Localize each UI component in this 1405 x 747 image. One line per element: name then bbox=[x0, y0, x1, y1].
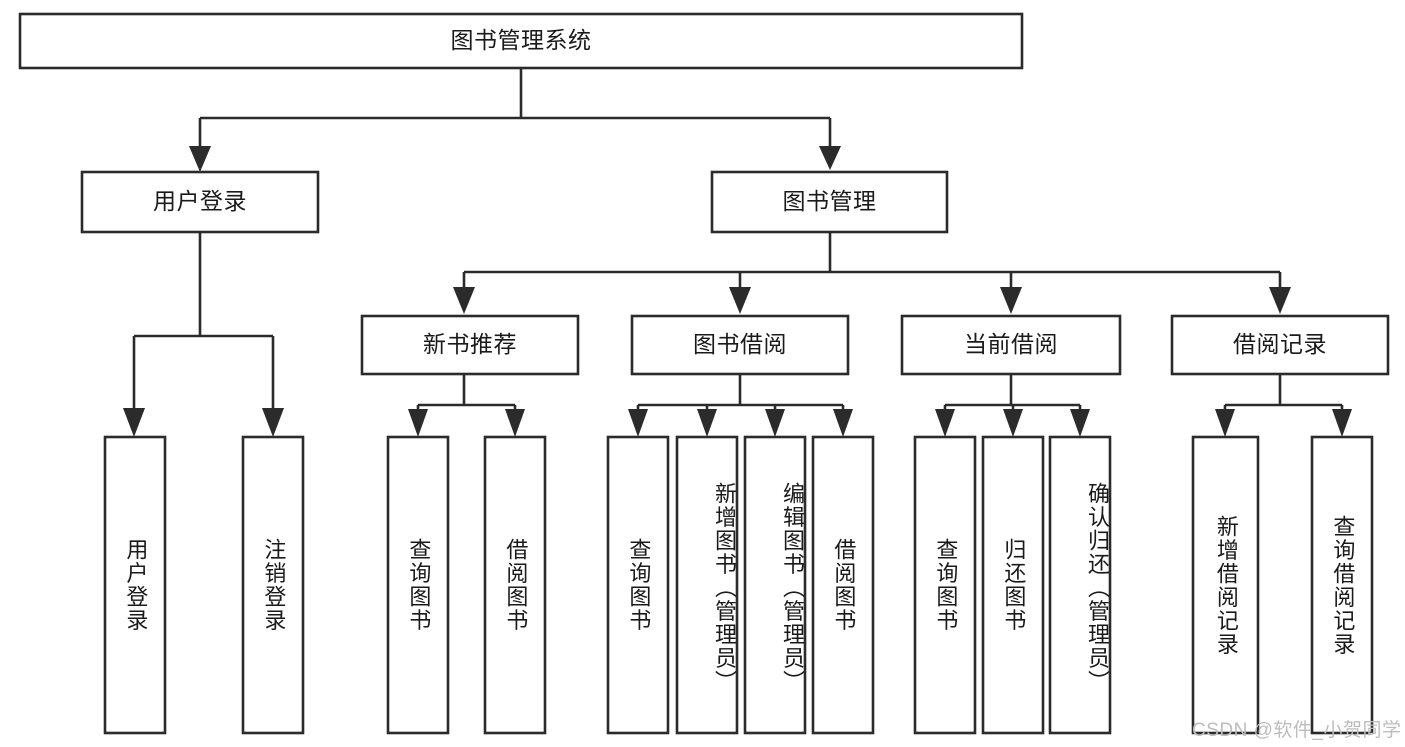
arrow-icon-leaf-query-borrow-record bbox=[1332, 409, 1352, 437]
arrow-icon-leaf-query-book-recommend bbox=[408, 409, 428, 437]
node-box-leaf-user-login[interactable] bbox=[103, 435, 167, 735]
node-box-root[interactable] bbox=[18, 12, 1024, 70]
arrow-icon-leaf-borrow-book-recommend bbox=[505, 409, 525, 437]
arrow-icon-leaf-return-book bbox=[1003, 409, 1023, 437]
arrow-icon-leaf-logout-login bbox=[262, 408, 284, 437]
node-box-leaf-query-book-current[interactable] bbox=[913, 435, 977, 735]
node-box-leaf-edit-book[interactable] bbox=[743, 435, 807, 735]
arrow-icon-leaf-confirm-return bbox=[1070, 409, 1090, 437]
arrow-icon-leaf-borrow-book bbox=[833, 409, 853, 437]
arrow-icon-user-login bbox=[189, 146, 211, 172]
arrow-icon-leaf-add-borrow-record bbox=[1215, 409, 1235, 437]
arrow-icon-leaf-user-login bbox=[123, 408, 145, 437]
arrowhead-layer bbox=[123, 146, 1352, 437]
arrow-icon-current-borrow bbox=[1000, 287, 1022, 314]
node-box-leaf-return-book[interactable] bbox=[981, 435, 1045, 735]
node-box-leaf-query-borrow-record[interactable] bbox=[1310, 435, 1374, 735]
node-box-leaf-borrow-book[interactable] bbox=[811, 435, 875, 735]
node-box-new-book-recommend[interactable] bbox=[360, 314, 580, 376]
node-box-book-management[interactable] bbox=[710, 170, 949, 234]
node-box-leaf-query-book-borrow[interactable] bbox=[606, 435, 670, 735]
node-box-leaf-add-borrow-record[interactable] bbox=[1191, 435, 1260, 735]
node-box-borrow-record[interactable] bbox=[1170, 314, 1390, 376]
node-box-leaf-borrow-book-recommend[interactable] bbox=[483, 435, 547, 735]
node-box-layer bbox=[18, 12, 1390, 735]
arrow-icon-new-book-recommend bbox=[453, 287, 475, 314]
arrow-icon-borrow-record bbox=[1269, 287, 1291, 314]
node-box-leaf-add-book[interactable] bbox=[675, 435, 739, 735]
arrow-icon-book-borrow bbox=[729, 287, 751, 314]
node-box-leaf-confirm-return[interactable] bbox=[1048, 435, 1112, 735]
arrow-icon-leaf-query-book-current bbox=[935, 409, 955, 437]
node-box-user-login[interactable] bbox=[80, 170, 320, 234]
node-box-leaf-logout-login[interactable] bbox=[241, 435, 305, 735]
node-box-book-borrow[interactable] bbox=[630, 314, 850, 376]
arrow-icon-leaf-query-book-borrow bbox=[628, 409, 648, 437]
arrow-icon-leaf-edit-book bbox=[765, 409, 785, 437]
arrow-icon-leaf-add-book bbox=[697, 409, 717, 437]
arrow-icon-book-management bbox=[819, 146, 841, 170]
node-box-leaf-query-book-recommend[interactable] bbox=[386, 435, 450, 735]
node-box-current-borrow[interactable] bbox=[900, 314, 1122, 376]
